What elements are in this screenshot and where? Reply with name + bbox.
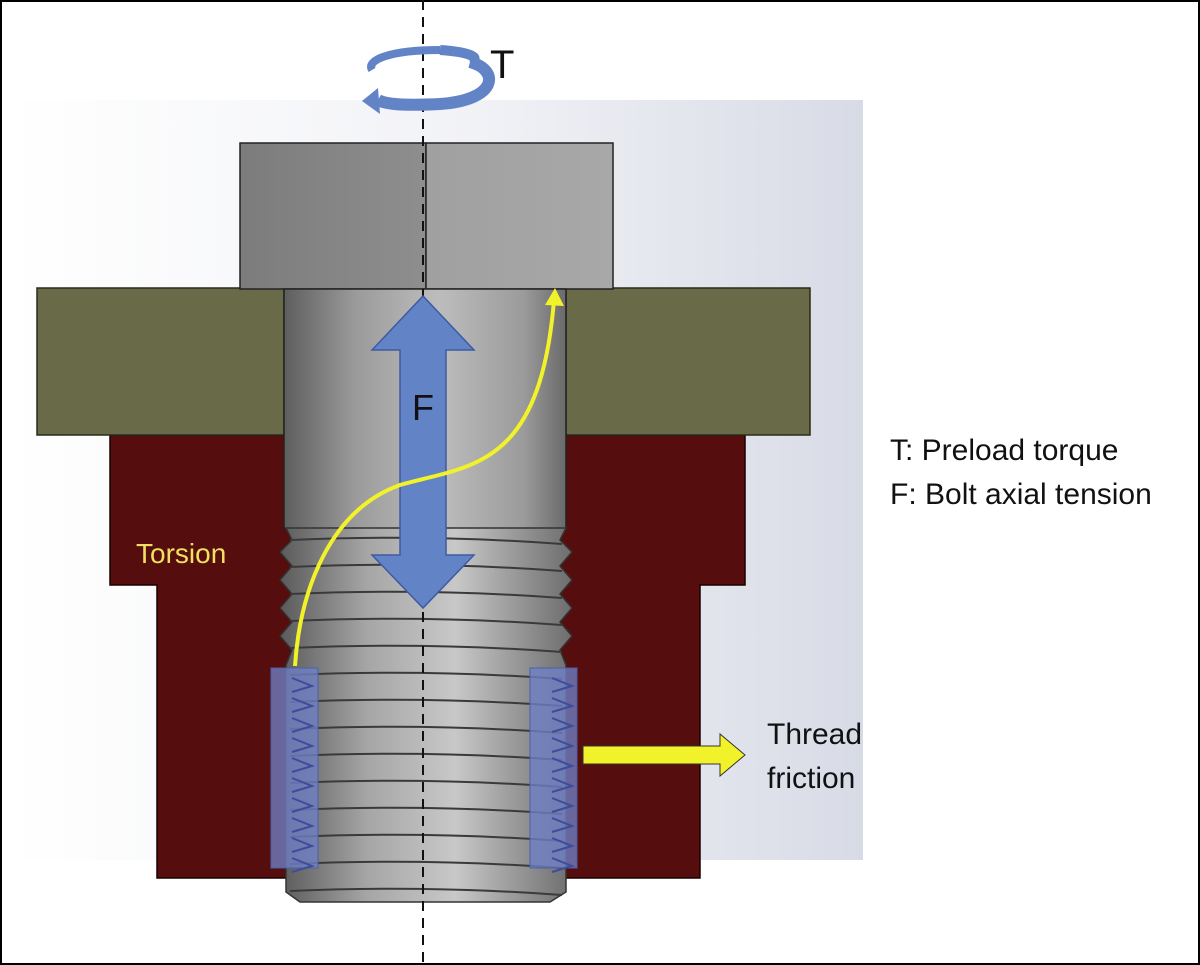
thread-line — [289, 752, 563, 761]
friction-tooth — [291, 737, 316, 753]
friction-tooth — [551, 797, 576, 813]
thread-line — [289, 644, 563, 653]
bolt-head-right-face — [425, 142, 614, 290]
torsion-label: Torsion — [136, 538, 226, 569]
torsion-curve-head — [545, 288, 564, 306]
friction-tooth — [291, 857, 316, 873]
thread-line — [289, 779, 563, 788]
thread-friction-label-line2: friction — [767, 762, 855, 795]
torsion-curve — [293, 299, 556, 667]
friction-tooth — [551, 857, 576, 873]
friction-tooth — [291, 837, 316, 853]
torque-symbol: T — [490, 43, 514, 87]
thread-friction-label-line1: Thread — [767, 718, 862, 751]
thread-line — [289, 833, 563, 842]
friction-tooth — [291, 677, 316, 693]
friction-tooth — [291, 697, 316, 713]
friction-tooth — [551, 757, 576, 773]
washer-left — [36, 287, 285, 436]
friction-tooth — [291, 797, 316, 813]
friction-tooth — [291, 777, 316, 793]
thread-line — [289, 887, 563, 896]
friction-tooth — [291, 717, 316, 733]
friction-zone-right — [529, 667, 578, 869]
torque-arrow — [362, 45, 495, 114]
legend-torque: T: Preload torque — [890, 434, 1118, 467]
friction-tooth — [551, 697, 576, 713]
thread-friction-arrow — [582, 732, 746, 778]
friction-tooth — [551, 737, 576, 753]
friction-tooth — [551, 777, 576, 793]
friction-tooth — [551, 717, 576, 733]
thread-line — [289, 860, 563, 869]
friction-tooth — [551, 817, 576, 833]
axial-force-arrow — [370, 294, 476, 610]
friction-tooth — [551, 677, 576, 693]
washer-right — [565, 287, 811, 436]
friction-tooth — [291, 757, 316, 773]
friction-tooth — [291, 817, 316, 833]
thread-line — [289, 806, 563, 815]
friction-zone-left — [270, 667, 319, 869]
friction-zone-teeth — [291, 677, 576, 873]
thread-line — [289, 725, 563, 734]
friction-tooth — [551, 837, 576, 853]
legend-force: F: Bolt axial tension — [890, 478, 1152, 511]
thread-line — [289, 698, 563, 707]
bolt-head-left-face — [239, 142, 427, 290]
thread-line — [289, 617, 563, 626]
force-symbol: F — [412, 387, 434, 428]
thread-line — [289, 671, 563, 680]
